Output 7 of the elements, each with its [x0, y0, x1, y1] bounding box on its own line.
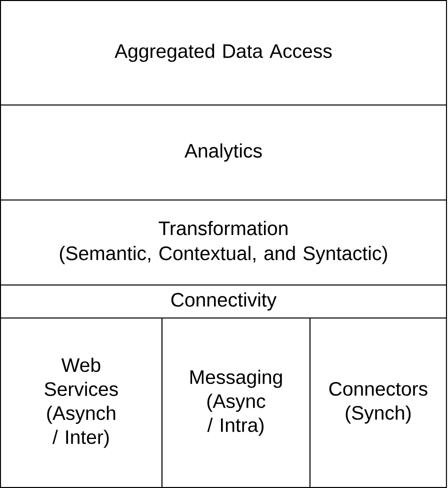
- layer-box: Transformation (Semantic, Contextual, and Syntactic): [0, 200, 447, 286]
- layer-box: Web Services (Asynch / Inter): [0, 318, 162, 488]
- layer-box: Aggregated Data Access: [0, 0, 447, 106]
- layer-box: Connectors (Synch): [309, 318, 447, 488]
- layer-box: Connectivity: [0, 284, 447, 318]
- layer-box: Analytics: [0, 104, 447, 200]
- layer-box: Messaging (Async / Intra): [162, 318, 310, 488]
